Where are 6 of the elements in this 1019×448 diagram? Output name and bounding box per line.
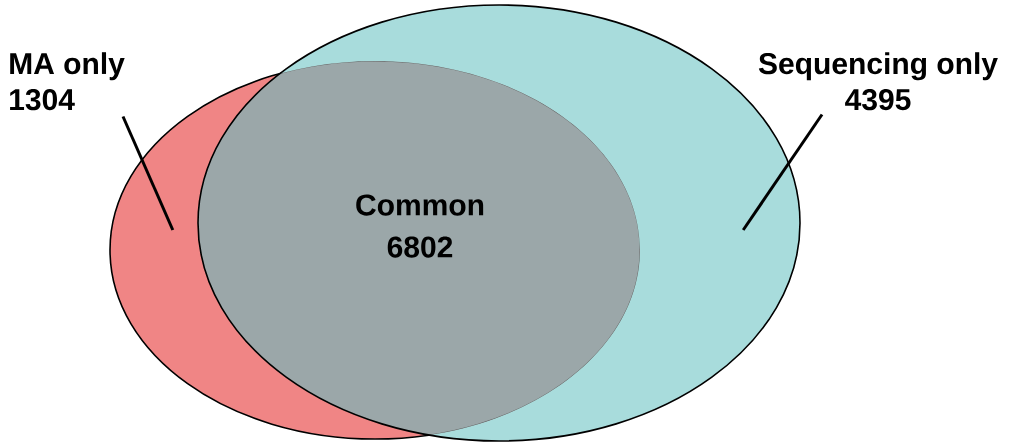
- region-label: Sequencing only 4395: [758, 52, 998, 111]
- region-label: Common: [356, 194, 484, 216]
- region-label: 6802: [387, 236, 453, 258]
- leader-line: [741, 113, 824, 231]
- leader-line: [121, 115, 175, 231]
- region-label: MA only 1304: [10, 52, 125, 111]
